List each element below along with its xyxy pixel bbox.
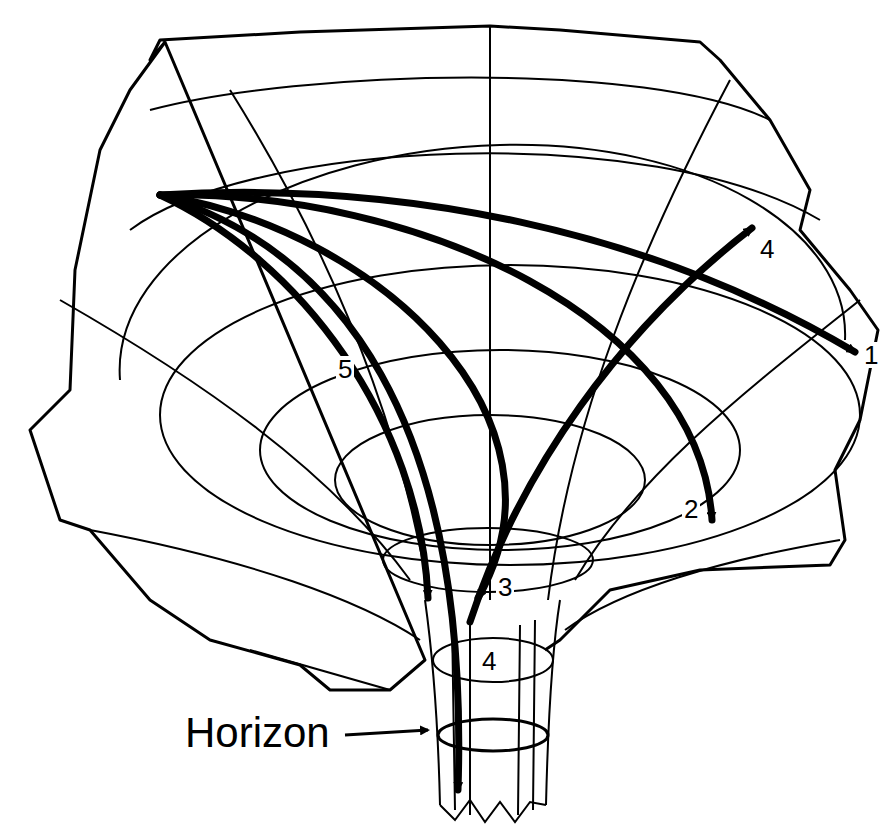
callout-number: 4: [480, 648, 498, 674]
horizon-label: Horizon: [183, 712, 332, 754]
callout-number: 4: [758, 236, 776, 262]
callout-number: 3: [496, 574, 514, 600]
callout-number: 5: [336, 356, 354, 382]
callout-number: 2: [682, 496, 700, 522]
callout-number: 1: [862, 342, 880, 368]
